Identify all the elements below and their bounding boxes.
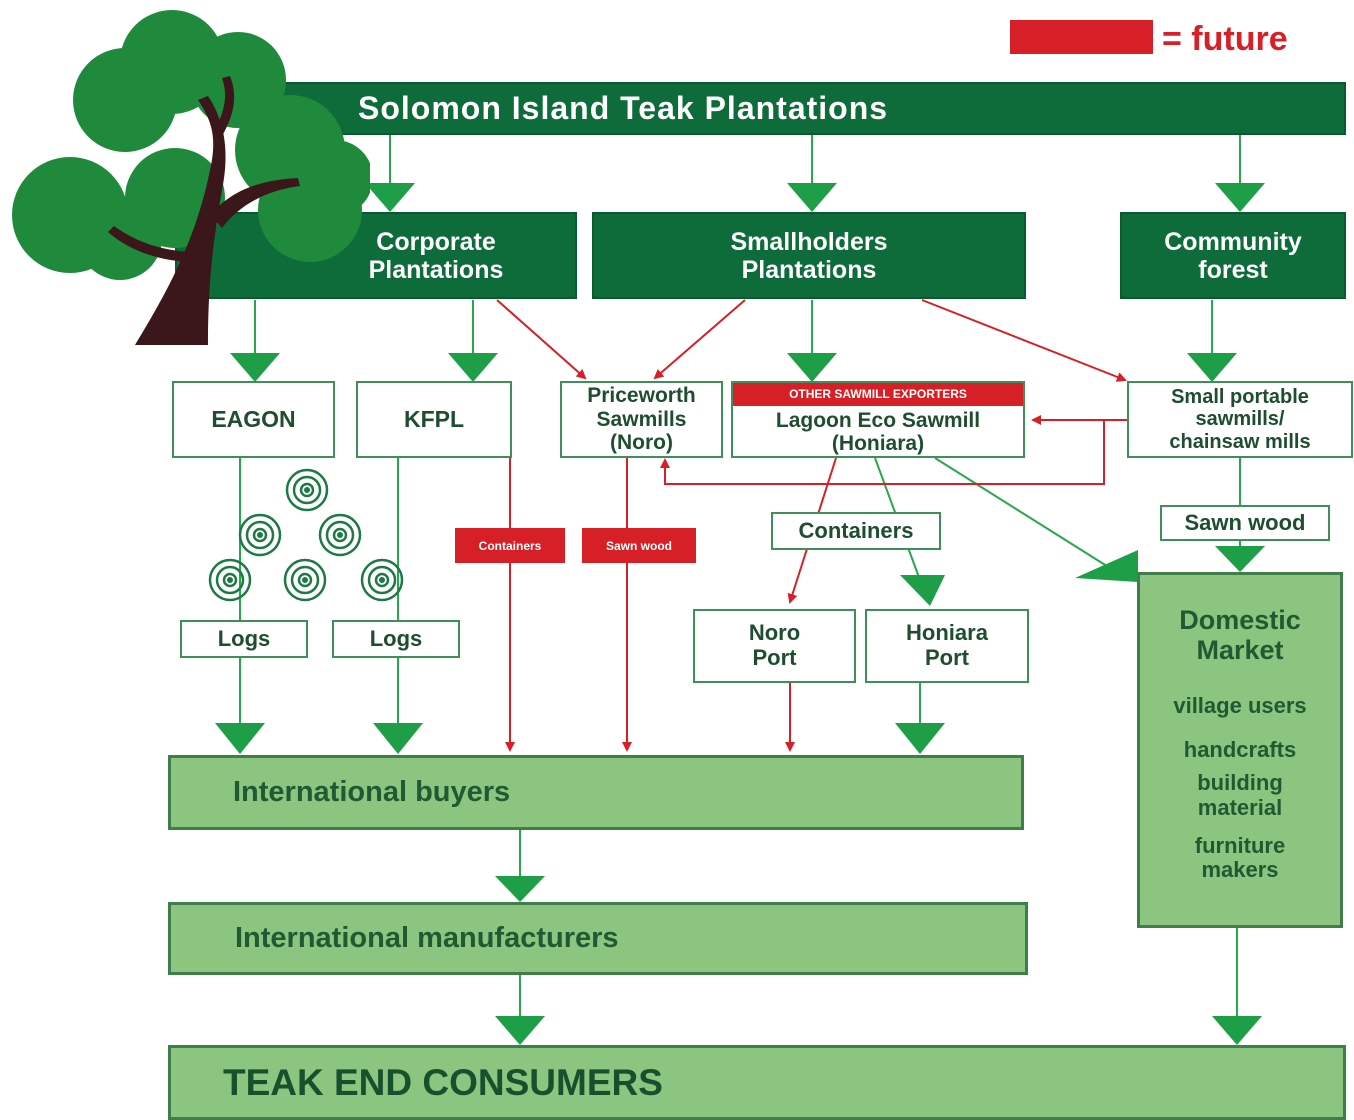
international-buyers-box: International buyers [168,755,1024,830]
teak-end-consumers-box: TEAK END CONSUMERS [168,1045,1346,1120]
community-forest: Community forest [1120,212,1346,299]
portable-sawmills-box: Small portable sawmills/ chainsaw mills [1127,381,1353,458]
domestic-market-title: Domestic [1179,605,1301,635]
eagon-box: EAGON [172,381,335,458]
legend-future-swatch [1010,20,1153,54]
kfpl-box: KFPL [356,381,512,458]
international-manufacturers-box: International manufacturers [168,902,1028,975]
domestic-item: handcrafts [1183,737,1297,763]
priceworth-sawmills-box: Priceworth Sawmills (Noro) [560,381,723,458]
legend-future-label: = future [1162,20,1288,58]
smallholders-plantations: Smallholders Plantations [592,212,1026,299]
noro-port-box: Noro Port [693,609,856,683]
domestic-market-box: Domestic Market village users handcrafts… [1137,572,1343,928]
domestic-item: furniture makers [1194,832,1286,883]
logs-label-eagon: Logs [180,620,308,658]
sawn-wood-label: Sawn wood [1160,505,1330,541]
title-bar: Solomon Island Teak Plantations [250,82,1346,135]
future-containers-tag: Containers [455,528,565,563]
legend: = future [1010,20,1340,58]
honiara-port-box: Honiara Port [865,609,1029,683]
future-sawn-wood-tag: Sawn wood [582,528,696,563]
containers-label: Containers [771,512,941,550]
other-sawmill-exporters-tag: OTHER SAWMILL EXPORTERS [733,383,1023,406]
diagram-title: Solomon Island Teak Plantations [358,90,889,126]
corporate-plantations: Corporate Plantations [175,212,577,299]
domestic-item: village users [1173,693,1307,719]
lagoon-eco-sawmill-box: OTHER SAWMILL EXPORTERS Lagoon Eco Sawmi… [731,381,1025,458]
log-stack-icon [208,468,404,602]
domestic-item: building material [1197,770,1283,820]
logs-label-kfpl: Logs [332,620,460,658]
tree-logo-icon [12,10,370,345]
